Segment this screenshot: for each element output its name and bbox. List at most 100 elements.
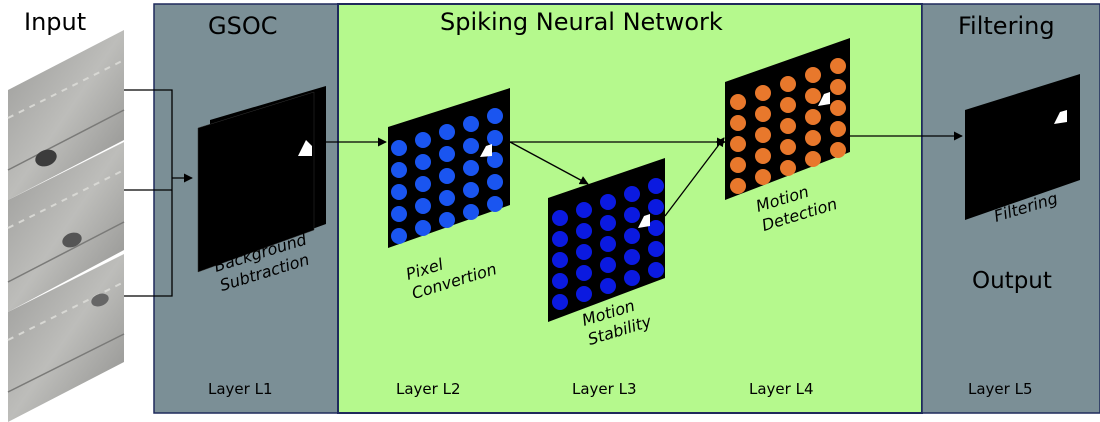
gsoc-title: GSOC <box>208 12 277 40</box>
layer-l2-label: Layer L2 <box>396 380 461 398</box>
neuron-dot <box>648 220 664 236</box>
layer-l1-label: Layer L1 <box>208 380 273 398</box>
neuron-dot <box>463 204 479 220</box>
neuron-dot <box>755 127 771 143</box>
neuron-dot <box>830 142 846 158</box>
neuron-dot <box>600 194 616 210</box>
snn-title: Spiking Neural Network <box>440 8 723 36</box>
neuron-dot <box>439 212 455 228</box>
neuron-dot <box>805 151 821 167</box>
layer-l4-label: Layer L4 <box>749 380 814 398</box>
neuron-dot <box>805 130 821 146</box>
neuron-dot <box>415 132 431 148</box>
filtering-panel <box>921 3 1100 414</box>
neuron-dot <box>391 228 407 244</box>
neuron-dot <box>463 138 479 154</box>
neuron-dot <box>600 236 616 252</box>
car-blob-icon <box>298 140 312 156</box>
filtering-title: Filtering <box>958 12 1055 40</box>
neuron-dot <box>463 160 479 176</box>
neuron-dot <box>730 178 746 194</box>
output-label: Output <box>972 268 1052 294</box>
neuron-dot <box>600 278 616 294</box>
neuron-dot <box>780 76 796 92</box>
neuron-dot <box>552 294 568 310</box>
neuron-dot <box>755 148 771 164</box>
neuron-dot <box>415 154 431 170</box>
neuron-dot <box>391 162 407 178</box>
input-frame-2 <box>7 142 125 312</box>
neuron-dot <box>830 79 846 95</box>
neuron-dot <box>487 174 503 190</box>
neuron-dot <box>805 109 821 125</box>
layer-l5-label: Layer L5 <box>968 380 1033 398</box>
input-bracket <box>124 89 193 297</box>
input-title: Input <box>24 8 86 36</box>
layer-l3-label: Layer L3 <box>572 380 637 398</box>
neuron-dot <box>576 223 592 239</box>
neuron-dot <box>463 182 479 198</box>
neuron-dot <box>648 241 664 257</box>
neuron-dot <box>391 184 407 200</box>
neuron-dot <box>391 206 407 222</box>
background-subtraction-stack <box>197 86 326 273</box>
car-blob-icon <box>818 92 830 106</box>
neuron-dot <box>415 176 431 192</box>
neuron-dot <box>730 136 746 152</box>
neuron-dot <box>755 169 771 185</box>
neuron-dot <box>552 210 568 226</box>
neuron-dot <box>415 198 431 214</box>
neuron-dot <box>780 139 796 155</box>
neuron-dot <box>391 140 407 156</box>
neuron-dot <box>805 88 821 104</box>
neuron-dot <box>780 160 796 176</box>
neuron-dot <box>780 118 796 134</box>
motion-detection-grid <box>725 38 850 200</box>
neuron-dot <box>463 116 479 132</box>
pixel-convertion-grid <box>388 88 510 248</box>
neuron-dot <box>805 67 821 83</box>
neuron-dot <box>648 262 664 278</box>
neuron-dot <box>730 157 746 173</box>
neuron-dot <box>487 130 503 146</box>
neuron-dot <box>552 273 568 289</box>
neuron-dot <box>552 252 568 268</box>
neuron-dot <box>439 146 455 162</box>
car-blob-icon <box>1054 110 1067 124</box>
neuron-dot <box>730 94 746 110</box>
neuron-dot <box>624 249 640 265</box>
car-blob-icon <box>638 214 650 228</box>
neuron-dot <box>830 100 846 116</box>
neuron-dot <box>439 124 455 140</box>
neuron-dot <box>624 270 640 286</box>
flow-arrows <box>326 131 963 217</box>
neuron-dot <box>624 228 640 244</box>
neuron-dot <box>755 85 771 101</box>
neuron-dot <box>730 115 746 131</box>
neuron-dot <box>624 186 640 202</box>
neuron-dot <box>439 190 455 206</box>
neuron-dot <box>830 58 846 74</box>
neuron-dot <box>780 97 796 113</box>
neuron-dot <box>830 121 846 137</box>
neuron-dot <box>576 286 592 302</box>
neuron-dot <box>415 220 431 236</box>
motion-stability-grid <box>548 158 665 322</box>
neuron-dot <box>487 196 503 212</box>
neuron-dot <box>552 231 568 247</box>
input-frame-1 <box>7 30 125 200</box>
neuron-dot <box>439 168 455 184</box>
neuron-dot <box>576 202 592 218</box>
input-frame-3 <box>7 254 125 422</box>
neuron-dot <box>600 215 616 231</box>
neuron-dot <box>487 108 503 124</box>
neuron-dot <box>648 178 664 194</box>
neuron-dot <box>576 244 592 260</box>
neuron-dot <box>624 207 640 223</box>
neuron-dot <box>576 265 592 281</box>
filtering-output-frame <box>965 74 1080 220</box>
neuron-dot <box>600 257 616 273</box>
car-blob-icon <box>480 144 492 157</box>
neuron-dot <box>648 199 664 215</box>
